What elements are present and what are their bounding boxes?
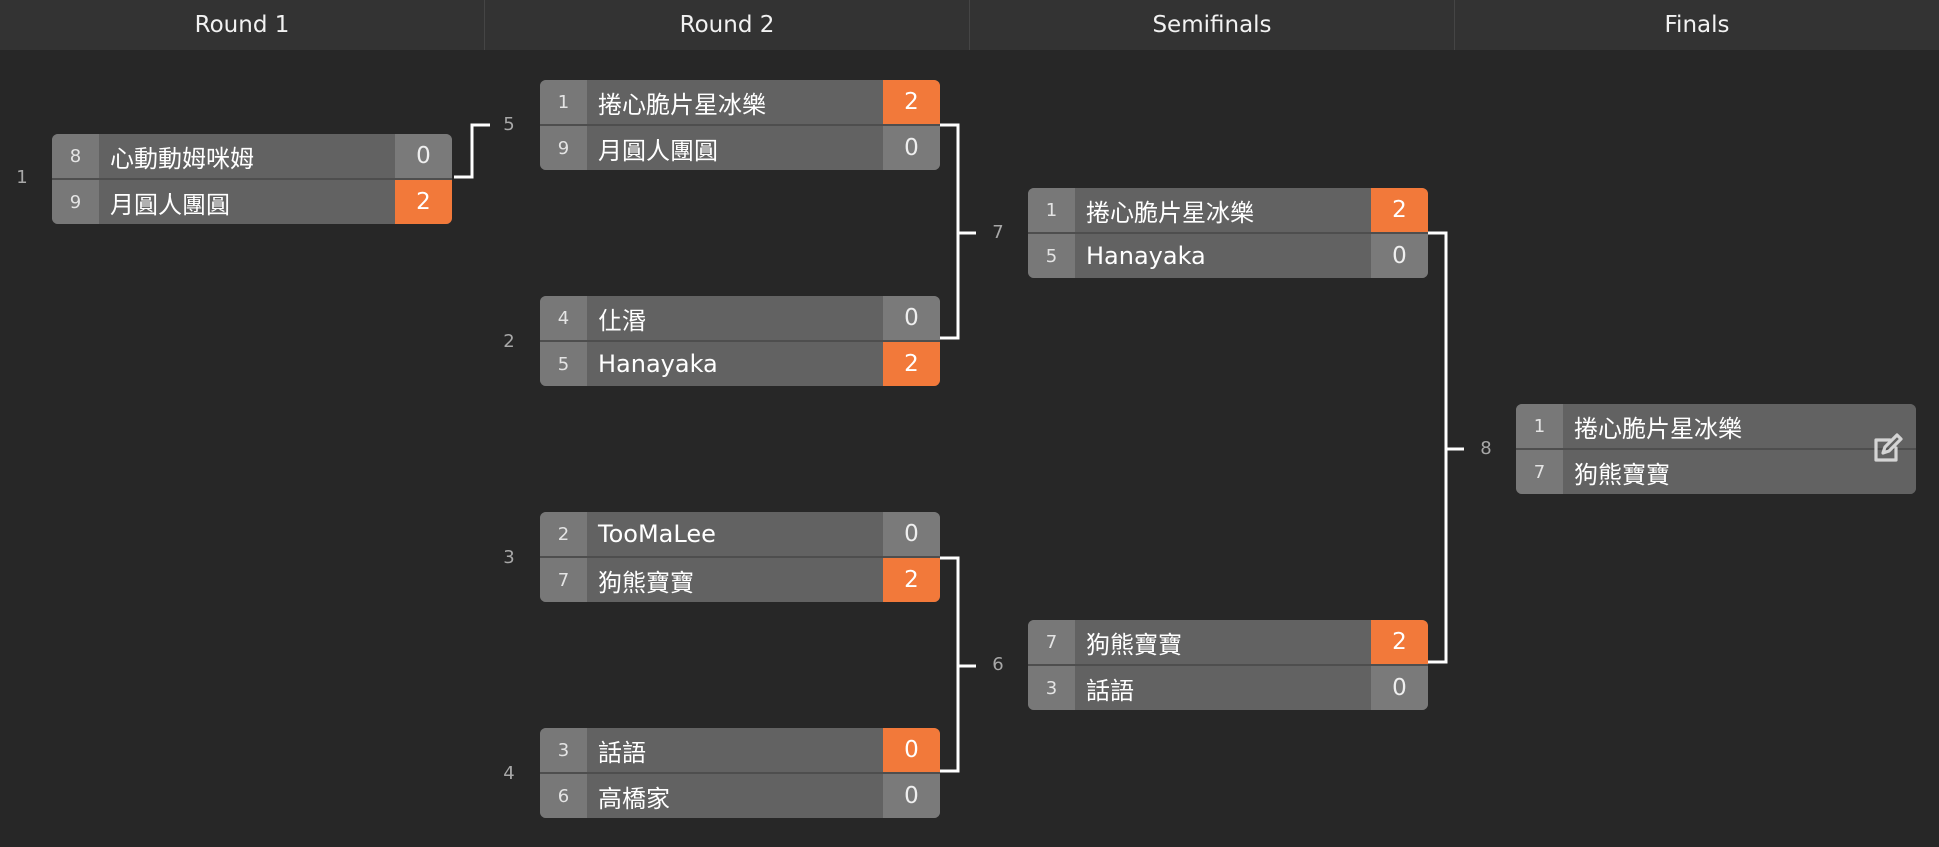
match-7-team-row-bottom[interactable]: 5 Hanayaka 0 <box>1028 232 1428 278</box>
match-7-team-row-top[interactable]: 1 捲心脆片星冰樂 2 <box>1028 188 1428 232</box>
team-name: 捲心脆片星冰樂 <box>1563 404 1916 448</box>
match-card-4[interactable]: 3 話語 0 6 高橋家 0 <box>540 728 940 818</box>
match-3-team-row-bottom[interactable]: 7 狗熊寶寶 2 <box>540 556 940 602</box>
connector-match-5-2-to-7 <box>940 123 976 340</box>
edit-match-button[interactable] <box>1864 426 1910 472</box>
team-seed: 8 <box>52 134 99 178</box>
match-1-team-row-top[interactable]: 8 心動動姆咪姆 0 <box>52 134 452 178</box>
team-seed: 2 <box>540 512 587 556</box>
match-card-8-finals[interactable]: 1 捲心脆片星冰樂 7 狗熊寶寶 <box>1516 404 1916 494</box>
match-6-team-row-top[interactable]: 7 狗熊寶寶 2 <box>1028 620 1428 664</box>
match-card-7[interactable]: 1 捲心脆片星冰樂 2 5 Hanayaka 0 <box>1028 188 1428 278</box>
winner-score: 2 <box>883 342 940 386</box>
match-number-4: 4 <box>503 763 515 784</box>
match-card-3[interactable]: 2 TooMaLee 0 7 狗熊寶寶 2 <box>540 512 940 602</box>
team-seed: 9 <box>52 180 99 224</box>
connector-match-7-6-to-8 <box>1428 231 1464 664</box>
match-number-8: 8 <box>1480 438 1492 459</box>
team-name: 狗熊寶寶 <box>1563 450 1916 494</box>
match-number-6: 6 <box>992 654 1004 675</box>
team-score: 0 <box>1371 666 1428 710</box>
team-name: 仩湣 <box>587 296 883 340</box>
team-seed: 3 <box>540 728 587 772</box>
team-name: 話語 <box>587 728 883 772</box>
match-number-3: 3 <box>503 547 515 568</box>
team-seed: 3 <box>1028 666 1075 710</box>
team-name: Hanayaka <box>587 342 883 386</box>
team-name: 狗熊寶寶 <box>1075 620 1371 664</box>
round-header-round-2: Round 2 <box>485 0 970 50</box>
round-header-round-1: Round 1 <box>0 0 485 50</box>
round-header-semifinals: Semifinals <box>970 0 1455 50</box>
match-2-team-row-bottom[interactable]: 5 Hanayaka 2 <box>540 340 940 386</box>
winner-score: 2 <box>883 558 940 602</box>
match-5-team-row-top[interactable]: 1 捲心脆片星冰樂 2 <box>540 80 940 124</box>
match-number-2: 2 <box>503 331 515 352</box>
match-5-team-row-bottom[interactable]: 9 月圓人團圓 0 <box>540 124 940 170</box>
team-name: 心動動姆咪姆 <box>99 134 395 178</box>
team-seed: 1 <box>540 80 587 124</box>
team-name: Hanayaka <box>1075 234 1371 278</box>
team-seed: 4 <box>540 296 587 340</box>
team-score: 0 <box>1371 234 1428 278</box>
match-number-1: 1 <box>16 167 28 188</box>
team-score: 0 <box>883 126 940 170</box>
team-name: 月圓人團圓 <box>99 180 395 224</box>
round-header-finals: Finals <box>1455 0 1939 50</box>
team-score: 0 <box>883 512 940 556</box>
team-name: 捲心脆片星冰樂 <box>587 80 883 124</box>
team-seed: 5 <box>540 342 587 386</box>
team-seed: 6 <box>540 774 587 818</box>
team-name: 狗熊寶寶 <box>587 558 883 602</box>
team-seed: 7 <box>540 558 587 602</box>
team-seed: 7 <box>1516 450 1563 494</box>
match-3-team-row-top[interactable]: 2 TooMaLee 0 <box>540 512 940 556</box>
match-2-team-row-top[interactable]: 4 仩湣 0 <box>540 296 940 340</box>
team-seed: 9 <box>540 126 587 170</box>
match-card-2[interactable]: 4 仩湣 0 5 Hanayaka 2 <box>540 296 940 386</box>
match-4-team-row-bottom[interactable]: 6 高橋家 0 <box>540 772 940 818</box>
match-6-team-row-bottom[interactable]: 3 話語 0 <box>1028 664 1428 710</box>
team-name: 話語 <box>1075 666 1371 710</box>
team-name: 高橋家 <box>587 774 883 818</box>
match-card-1[interactable]: 8 心動動姆咪姆 0 9 月圓人團圓 2 <box>52 134 452 224</box>
team-seed: 7 <box>1028 620 1075 664</box>
team-name: 捲心脆片星冰樂 <box>1075 188 1371 232</box>
team-seed: 1 <box>1028 188 1075 232</box>
match-card-6[interactable]: 7 狗熊寶寶 2 3 話語 0 <box>1028 620 1428 710</box>
winner-score: 0 <box>883 728 940 772</box>
match-1-team-row-bottom[interactable]: 9 月圓人團圓 2 <box>52 178 452 224</box>
winner-score: 2 <box>883 80 940 124</box>
match-8-team-row-bottom[interactable]: 7 狗熊寶寶 <box>1516 448 1916 494</box>
winner-score: 2 <box>1371 620 1428 664</box>
rounds-header: Round 1 Round 2 Semifinals Finals <box>0 0 1939 50</box>
winner-score: 2 <box>395 180 452 224</box>
team-seed: 1 <box>1516 404 1563 448</box>
team-seed: 5 <box>1028 234 1075 278</box>
team-name: 月圓人團圓 <box>587 126 883 170</box>
team-score: 0 <box>883 296 940 340</box>
team-name: TooMaLee <box>587 512 883 556</box>
match-4-team-row-top[interactable]: 3 話語 0 <box>540 728 940 772</box>
match-card-5[interactable]: 1 捲心脆片星冰樂 2 9 月圓人團圓 0 <box>540 80 940 170</box>
match-8-team-row-top[interactable]: 1 捲心脆片星冰樂 <box>1516 404 1916 448</box>
team-score: 0 <box>395 134 452 178</box>
edit-icon <box>1874 433 1903 462</box>
winner-score: 2 <box>1371 188 1428 232</box>
match-number-5: 5 <box>503 114 515 135</box>
connector-match-3-4-to-6 <box>940 556 976 773</box>
connector-match-1-to-5 <box>454 123 490 179</box>
team-score: 0 <box>883 774 940 818</box>
match-number-7: 7 <box>992 222 1004 243</box>
